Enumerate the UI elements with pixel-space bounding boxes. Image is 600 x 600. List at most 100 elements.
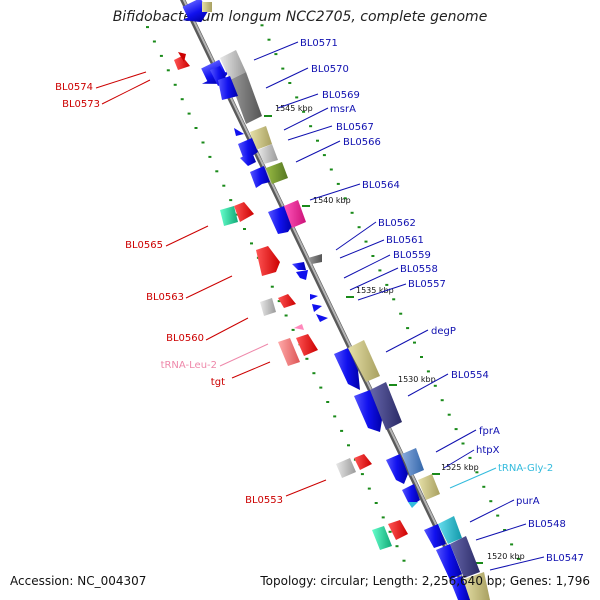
tick-dot [329, 168, 333, 171]
gene-label: BL0573 [62, 99, 100, 110]
gene-arrow [218, 76, 238, 100]
tick-dot [388, 530, 392, 533]
tick-dot [395, 545, 399, 548]
tick-dot [281, 67, 285, 70]
tick-dot [316, 139, 319, 142]
gene-label: BL0548 [528, 519, 566, 530]
gene-arrow [268, 206, 292, 234]
gene-label: BL0571 [300, 38, 338, 49]
tick-label: 1530 kbp [398, 375, 436, 384]
tick-dot [229, 199, 233, 202]
tick-dot [270, 285, 274, 288]
tick-dot [447, 413, 451, 416]
gene-label: BL0558 [400, 264, 438, 275]
tick-dot [159, 54, 163, 57]
tick-dot [489, 500, 493, 503]
tick-dot [173, 83, 177, 86]
minus-strand-genes[interactable] [174, 52, 408, 550]
tick-dot [413, 341, 416, 344]
gene-arrow [354, 390, 382, 432]
tick-dot [166, 69, 170, 72]
plus-strand-genes[interactable] [177, 0, 490, 600]
gene-label: tRNA-Gly-2 [498, 463, 553, 474]
tick-dot [367, 487, 371, 490]
gene-arrow [436, 544, 462, 580]
gene-arrow [240, 152, 256, 166]
gene-arrow [462, 572, 490, 600]
gene-arrow [348, 340, 380, 382]
tick-dot [215, 170, 219, 173]
gene-label: BL0553 [245, 495, 283, 506]
gene-arrow [402, 484, 420, 504]
gene-arrow [388, 520, 408, 540]
tick-dot [322, 154, 326, 157]
gene-arrow [178, 52, 186, 62]
tick-dot [360, 473, 364, 476]
tick-dot [503, 529, 507, 531]
gene-labels-left: BL0574 BL0573 BL0565 BL0563 BL0560 tRNA-… [55, 82, 283, 506]
tick-dot [336, 182, 340, 185]
gene-label: BL0563 [146, 292, 184, 303]
gene-arrow [256, 246, 280, 276]
tick-dot [440, 399, 444, 402]
gene-arrow [174, 56, 190, 70]
tick-dot [496, 514, 500, 517]
tick-dot [284, 314, 288, 317]
tick-dot [267, 38, 271, 41]
gene-arrow [202, 2, 212, 12]
gene-arrow [292, 262, 306, 270]
tick-dot [433, 384, 437, 387]
tick-dot [510, 543, 514, 546]
gene-arrow [294, 324, 304, 330]
gene-arrow [424, 524, 446, 548]
gene-arrow [386, 454, 408, 484]
gene-label: BL0574 [55, 82, 93, 93]
gene-arrow [234, 128, 244, 136]
gene-label: BL0566 [343, 137, 381, 148]
tick-dot-tracks [146, 24, 520, 562]
tick-dot [319, 386, 323, 389]
gene-arrow [370, 382, 402, 430]
tick-dot [146, 26, 149, 29]
gene-label: BL0554 [451, 370, 489, 381]
tick-dot [357, 226, 361, 229]
gene-label: BL0561 [386, 235, 424, 246]
tick-dot [260, 24, 264, 27]
tick-labels: 1545 kbp 1540 kbp 1535 kbp 1530 kbp 1525… [275, 104, 525, 561]
gene-arrow [308, 254, 322, 264]
gene-arrow [220, 206, 238, 226]
gene-arrow [310, 294, 318, 300]
gene-label: fprA [479, 426, 500, 437]
tick-dot [277, 300, 281, 303]
gene-label: BL0564 [362, 180, 400, 191]
tick-dot [305, 357, 309, 360]
tick-dot [180, 98, 184, 101]
tick-dot [350, 211, 354, 214]
tick-dot [426, 370, 430, 373]
gene-label: BL0559 [393, 250, 431, 261]
tick-dot [288, 82, 292, 84]
tick-dot [222, 184, 226, 187]
gene-label: purA [516, 496, 540, 507]
tick-dot [364, 240, 368, 243]
gene-arrow [450, 536, 480, 578]
gene-arrow [182, 0, 212, 23]
gene-arrow [230, 72, 262, 124]
gene-arrow [296, 334, 318, 356]
gene-label: BL0570 [311, 64, 349, 75]
gene-arrow [234, 202, 254, 222]
tick-dot [371, 255, 375, 257]
tick-label: 1535 kbp [356, 286, 394, 295]
tick-label: 1540 kbp [313, 196, 351, 205]
tick-dot [343, 197, 347, 200]
gene-arrow [408, 502, 418, 508]
gene-label: BL0560 [166, 333, 204, 344]
gene-arrow [438, 516, 462, 544]
tick-marks [264, 115, 483, 564]
gene-arrow [266, 162, 288, 184]
gene-arrow [260, 298, 276, 316]
gene-arrow [284, 200, 306, 228]
gene-label: BL0547 [546, 553, 584, 564]
gene-label: BL0557 [408, 279, 446, 290]
